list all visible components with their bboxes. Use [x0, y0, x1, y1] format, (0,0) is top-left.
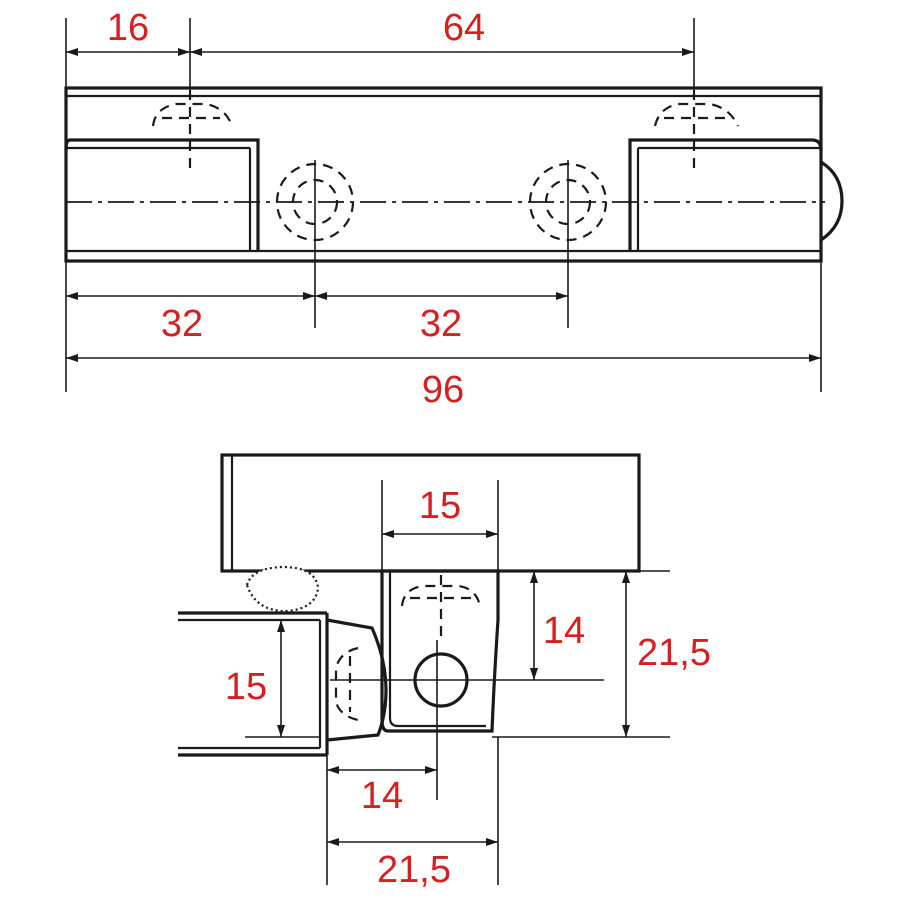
dim-text-14-bottom: 14 [361, 775, 403, 817]
dim-text-15-left: 15 [225, 666, 267, 708]
right-knuckle [628, 138, 823, 251]
hidden-screw-top-right [653, 90, 740, 170]
dim-text-64: 64 [443, 7, 485, 49]
dim-text-32-right: 32 [420, 303, 462, 345]
dim-text-21-5-bottom: 21,5 [377, 849, 451, 891]
door-hinge-body [380, 569, 500, 733]
hidden-screw-door-leaf [400, 575, 482, 640]
hidden-screw-hole-right [528, 160, 608, 244]
dim-text-14-right: 14 [543, 610, 585, 652]
dim-text-15-top: 15 [419, 485, 461, 527]
left-knuckle [64, 138, 260, 251]
seal-blob [245, 565, 320, 613]
hinge-plate-outline [64, 86, 823, 263]
pin-end-cap [820, 160, 844, 242]
section-view: 15 14 21,5 15 14 21,5 [178, 453, 711, 891]
hidden-screw-top-left [151, 90, 234, 170]
hidden-screw-hole-left [275, 160, 355, 244]
dim-text-16: 16 [107, 7, 149, 49]
hidden-screw-frame-leaf [334, 646, 359, 722]
dim-text-96: 96 [422, 369, 464, 411]
dim-text-21-5-right: 21,5 [637, 632, 711, 674]
dim-text-32-left: 32 [161, 303, 203, 345]
top-view: 16 64 32 32 96 [64, 7, 844, 411]
